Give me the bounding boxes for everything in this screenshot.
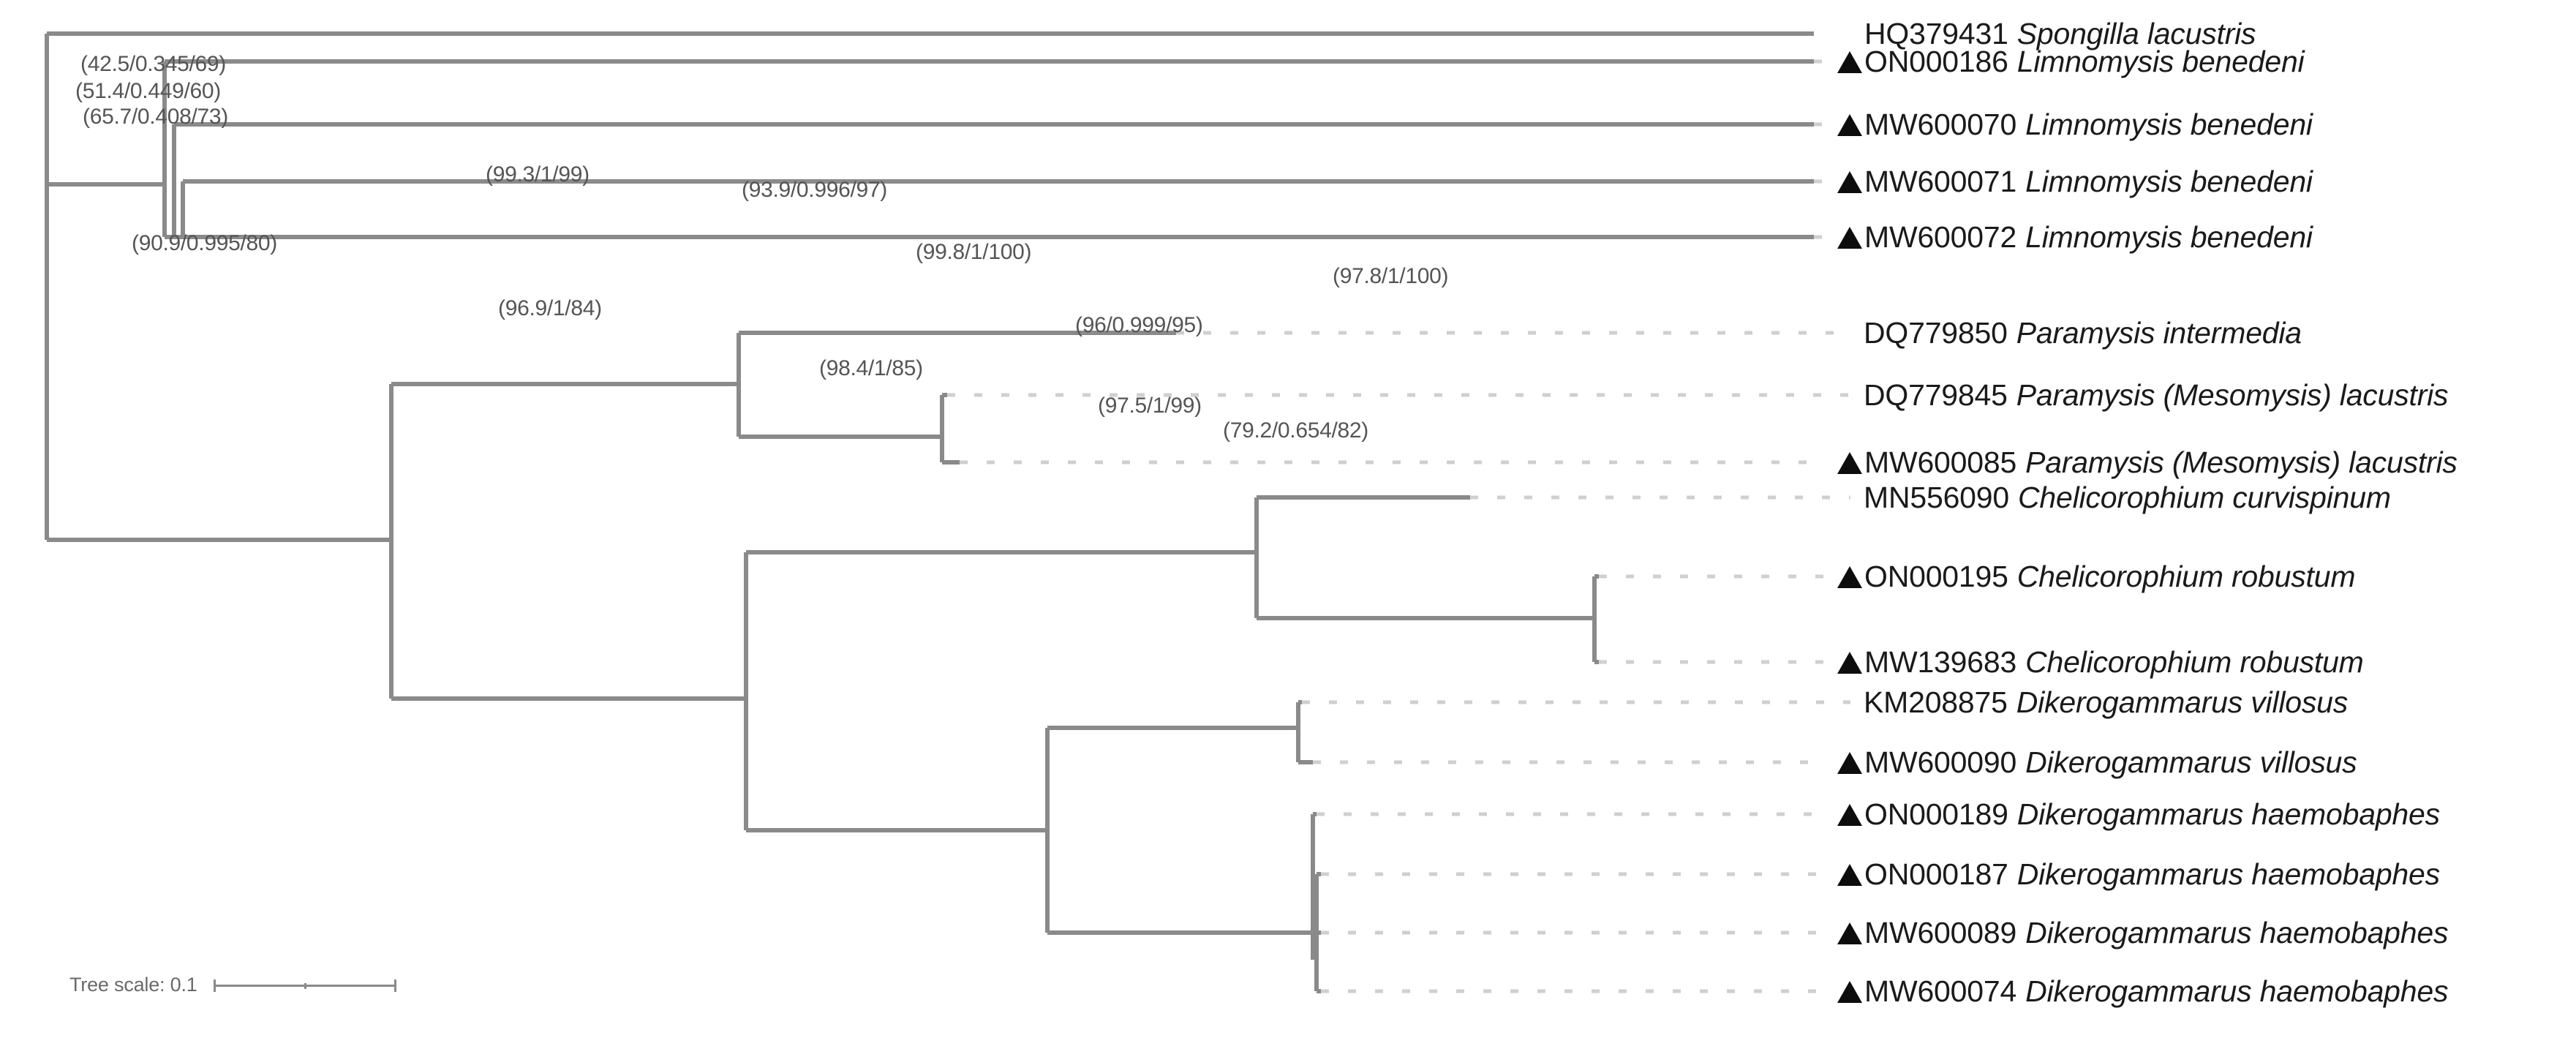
- tip-accession: MW139683: [1864, 644, 2017, 679]
- support-label: (90.9/0.995/80): [132, 231, 277, 255]
- list-item[interactable]: DQ779845 Paramysis (Mesomysis) lacustris: [1864, 377, 2449, 412]
- tip-accession: ON000187: [1864, 857, 2008, 891]
- tip-accession: ON000195: [1864, 559, 2008, 593]
- scale-tick-mid: [304, 982, 306, 989]
- new-sequence-triangle-icon: [1837, 864, 1862, 886]
- new-sequence-triangle-icon: [1837, 566, 1862, 588]
- tip-species: Dikerogammarus villosus: [2016, 685, 2349, 719]
- tip-species: Chelicorophium curvispinum: [2017, 480, 2391, 514]
- support-label: (97.8/1/100): [1333, 264, 1449, 288]
- new-sequence-triangle-icon: [1837, 922, 1862, 944]
- tip-species: Paramysis (Mesomysis) lacustris: [2016, 377, 2449, 412]
- tip-species: Limnomysis benedeni: [2025, 107, 2313, 141]
- tip-species: Dikerogammarus haemobaphes: [2016, 857, 2440, 891]
- list-item[interactable]: KM208875 Dikerogammarus villosus: [1864, 685, 2348, 719]
- list-item[interactable]: MW600070 Limnomysis benedeni: [1837, 108, 2313, 141]
- list-item[interactable]: ON000195 Chelicorophium robustum: [1837, 560, 2355, 593]
- tip-species: Dikerogammarus haemobaphes: [2016, 797, 2440, 831]
- support-label: (96.9/1/84): [498, 296, 602, 320]
- list-item[interactable]: MW600085 Paramysis (Mesomysis) lacustris: [1837, 445, 2458, 479]
- support-label: (99.3/1/99): [486, 162, 590, 187]
- list-item[interactable]: ON000187 Dikerogammarus haemobaphes: [1837, 857, 2440, 891]
- list-item[interactable]: MW139683 Chelicorophium robustum: [1837, 645, 2364, 679]
- new-sequence-triangle-icon: [1837, 23, 1862, 45]
- support-label: (96/0.999/95): [1075, 313, 1203, 337]
- list-item[interactable]: ON000186 Limnomysis benedeni: [1837, 44, 2305, 78]
- tip-accession: KM208875: [1864, 685, 2008, 719]
- list-item[interactable]: MN556090 Chelicorophium curvispinum: [1864, 481, 2391, 514]
- tip-species: Spongilla lacustris: [2016, 16, 2256, 50]
- list-item[interactable]: MW600090 Dikerogammarus villosus: [1837, 745, 2357, 779]
- support-label: (51.4/0.449/60): [75, 79, 221, 103]
- tip-accession: MW600071: [1864, 164, 2017, 198]
- list-item[interactable]: MW600071 Limnomysis benedeni: [1837, 165, 2313, 198]
- tip-species: Chelicorophium robustum: [2025, 644, 2364, 679]
- tree-scale-label: Tree scale: 0.1: [69, 974, 197, 996]
- new-sequence-triangle-icon: [1837, 752, 1862, 774]
- tip-species: Limnomysis benedeni: [2025, 219, 2313, 254]
- tip-accession: DQ779850: [1864, 315, 2008, 350]
- new-sequence-triangle-icon: [1837, 652, 1862, 674]
- support-label: (97.5/1/99): [1098, 394, 1202, 418]
- support-label: (99.8/1/100): [916, 240, 1032, 264]
- tip-accession: MW600085: [1864, 445, 2017, 479]
- tip-accession: MN556090: [1864, 480, 2009, 514]
- new-sequence-triangle-icon: [1837, 171, 1862, 193]
- tip-species: Dikerogammarus villosus: [2025, 745, 2357, 779]
- list-item[interactable]: ON000189 Dikerogammarus haemobaphes: [1837, 797, 2440, 831]
- new-sequence-triangle-icon: [1837, 452, 1862, 474]
- new-sequence-triangle-icon: [1837, 114, 1862, 136]
- tree-scale-bar: Tree scale: 0.1: [69, 974, 396, 996]
- new-sequence-triangle-icon: [1837, 981, 1862, 1003]
- new-sequence-triangle-icon: [1837, 227, 1862, 249]
- tip-species: Chelicorophium robustum: [2016, 559, 2356, 593]
- tip-accession: HQ379431: [1864, 16, 2008, 50]
- tip-species: Limnomysis benedeni: [2016, 44, 2305, 78]
- list-item[interactable]: MW600072 Limnomysis benedeni: [1837, 220, 2313, 254]
- list-item[interactable]: MW600089 Dikerogammarus haemobaphes: [1837, 916, 2448, 949]
- tip-accession: ON000189: [1864, 797, 2008, 831]
- tip-species: Paramysis intermedia: [2016, 315, 2302, 350]
- scale-bar-graphic: [213, 977, 396, 993]
- new-sequence-triangle-icon: [1837, 804, 1862, 826]
- tip-accession: MW600090: [1864, 745, 2017, 779]
- tip-species: Limnomysis benedeni: [2025, 164, 2313, 198]
- list-item[interactable]: HQ379431 Spongilla lacustris: [1837, 17, 2256, 50]
- new-sequence-triangle-icon: [1837, 51, 1862, 73]
- support-label: (79.2/0.654/82): [1223, 418, 1368, 443]
- tip-accession: MW600072: [1864, 219, 2017, 254]
- support-label: (98.4/1/85): [819, 356, 923, 380]
- support-label: (93.9/0.996/97): [742, 178, 887, 202]
- tip-accession: MW600070: [1864, 107, 2017, 141]
- support-label: (42.5/0.345/69): [80, 52, 226, 76]
- list-item[interactable]: MW600074 Dikerogammarus haemobaphes: [1837, 974, 2448, 1008]
- tip-accession: MW600089: [1864, 915, 2017, 949]
- tip-accession: ON000186: [1864, 44, 2008, 78]
- scale-tick-start: [213, 979, 216, 992]
- tip-accession: MW600074: [1864, 974, 2017, 1008]
- support-label: (65.7/0.408/73): [83, 105, 228, 129]
- tip-species: Dikerogammarus haemobaphes: [2025, 915, 2449, 949]
- list-item[interactable]: DQ779850 Paramysis intermedia: [1864, 316, 2302, 350]
- tip-species: Dikerogammarus haemobaphes: [2025, 974, 2449, 1008]
- tip-accession: DQ779845: [1864, 377, 2008, 412]
- tip-species: Paramysis (Mesomysis) lacustris: [2025, 445, 2458, 479]
- scale-tick-end: [393, 979, 396, 992]
